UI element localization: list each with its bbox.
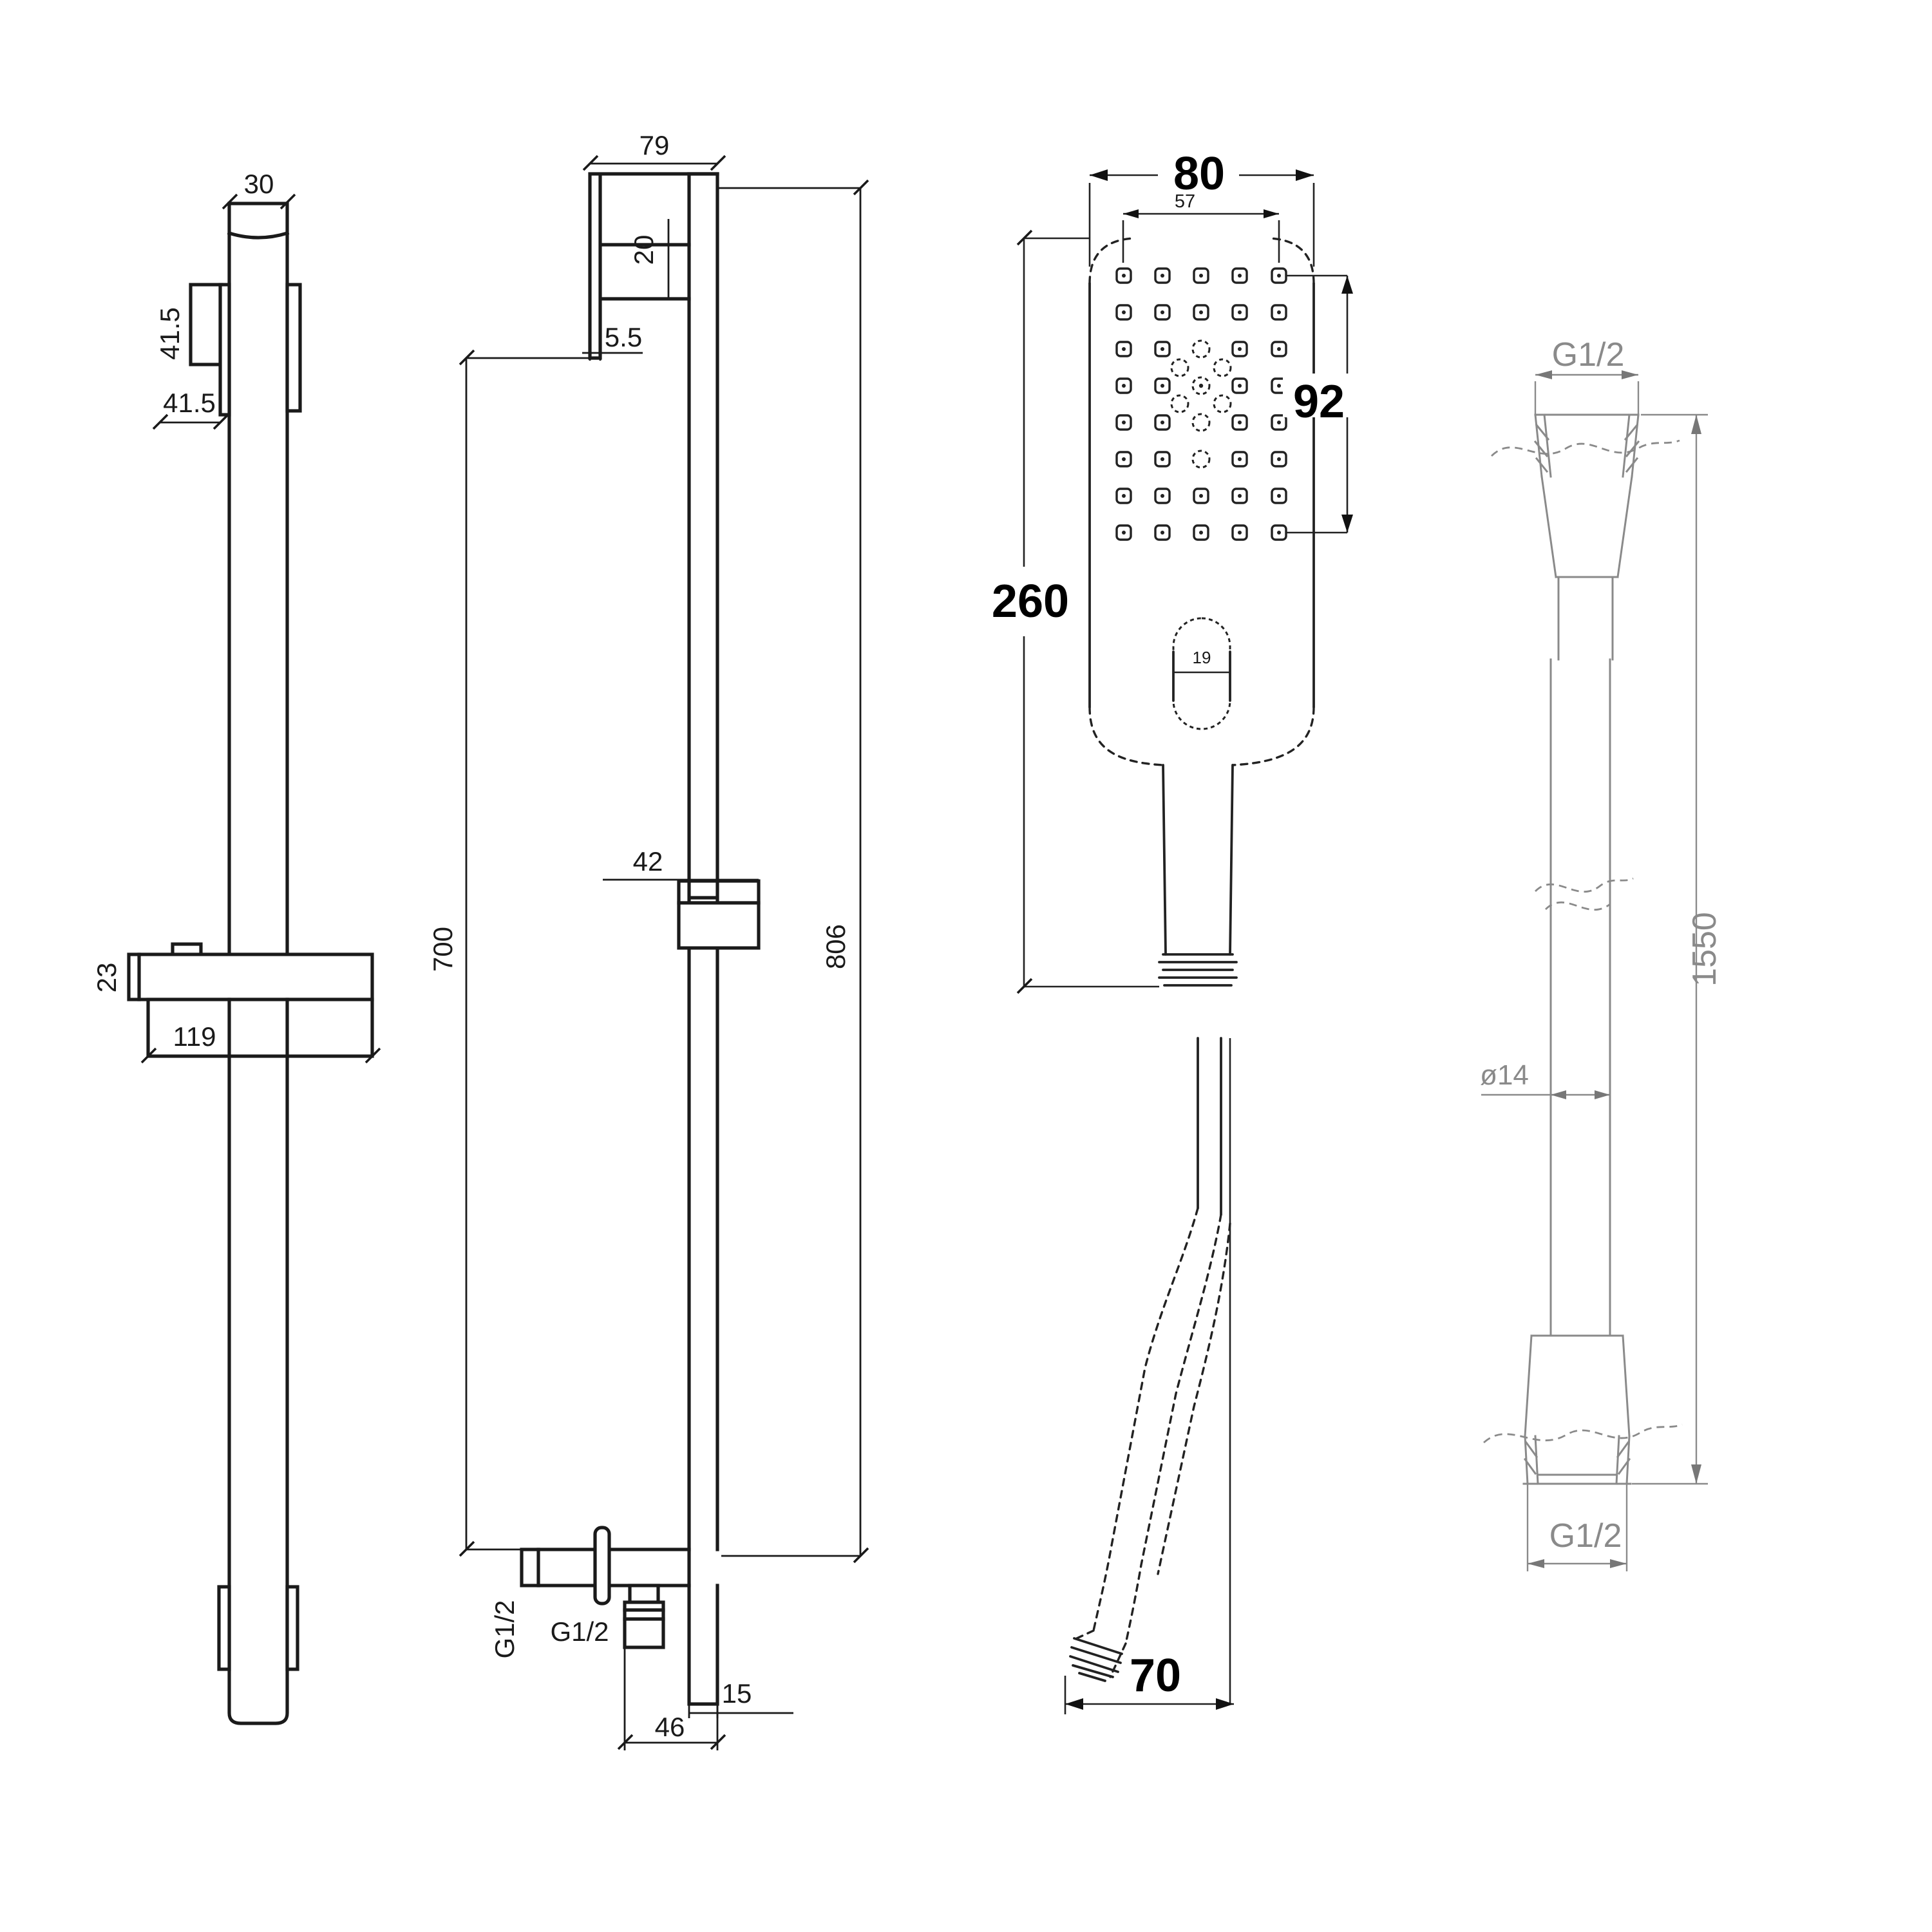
hose-view: G1/2 ø14 G1/2 1550 (1480, 336, 1723, 1571)
dim-rail-depth: 15 (722, 1678, 752, 1709)
nozzle-grid (1115, 267, 1287, 541)
handset-face-view: 80 57 (992, 148, 1355, 994)
mode-button (1172, 617, 1231, 730)
inlet-pin (593, 1526, 611, 1605)
rail-side-view: 79 20 5.5 806 700 42 G1/2 G1/2 (428, 130, 869, 1750)
dim-hose-length: 1550 (1686, 912, 1723, 987)
dim-head-width: 80 (1173, 148, 1225, 200)
dim-spray-width: 57 (1175, 191, 1195, 212)
slider-bracket (127, 952, 374, 1001)
dim-outlet-offset: 46 (655, 1712, 685, 1742)
dim-inlet-thread: G1/2 (489, 1600, 520, 1658)
handset-thread-tip (1069, 1637, 1123, 1682)
dim-top-thread: G1/2 (1552, 336, 1625, 374)
handset-side-view: 70 (1064, 1037, 1234, 1714)
dim-button-width: 19 (1193, 648, 1211, 667)
dim-length: 260 (992, 576, 1069, 627)
dim-rail-width: 30 (244, 169, 274, 199)
dim-bracket-depth: 41.5 (163, 388, 216, 418)
dim-outlet-thread: G1/2 (550, 1616, 609, 1647)
dim-slider-height: 23 (91, 963, 122, 993)
wall-bracket-plate (189, 283, 223, 366)
dim-plate-thickness: 5.5 (605, 322, 642, 352)
dim-bracket-height: 41.5 (155, 307, 185, 360)
dim-overall-height: 806 (820, 924, 851, 969)
dim-hose-diameter: ø14 (1480, 1059, 1529, 1091)
dim-bracket-arm: 20 (629, 235, 659, 265)
outlet-neck (628, 1584, 660, 1604)
dim-center-height: 700 (428, 927, 458, 972)
dim-bracket-width: 79 (639, 130, 670, 160)
dim-depth: 70 (1130, 1650, 1181, 1701)
dim-slider-width: 119 (173, 1021, 216, 1052)
dim-bottom-thread: G1/2 (1549, 1517, 1622, 1555)
dim-spray-height: 92 (1293, 376, 1345, 428)
dim-slider-depth: 42 (633, 846, 663, 876)
rail-front-view: 30 41.5 41.5 23 119 (91, 169, 381, 1725)
